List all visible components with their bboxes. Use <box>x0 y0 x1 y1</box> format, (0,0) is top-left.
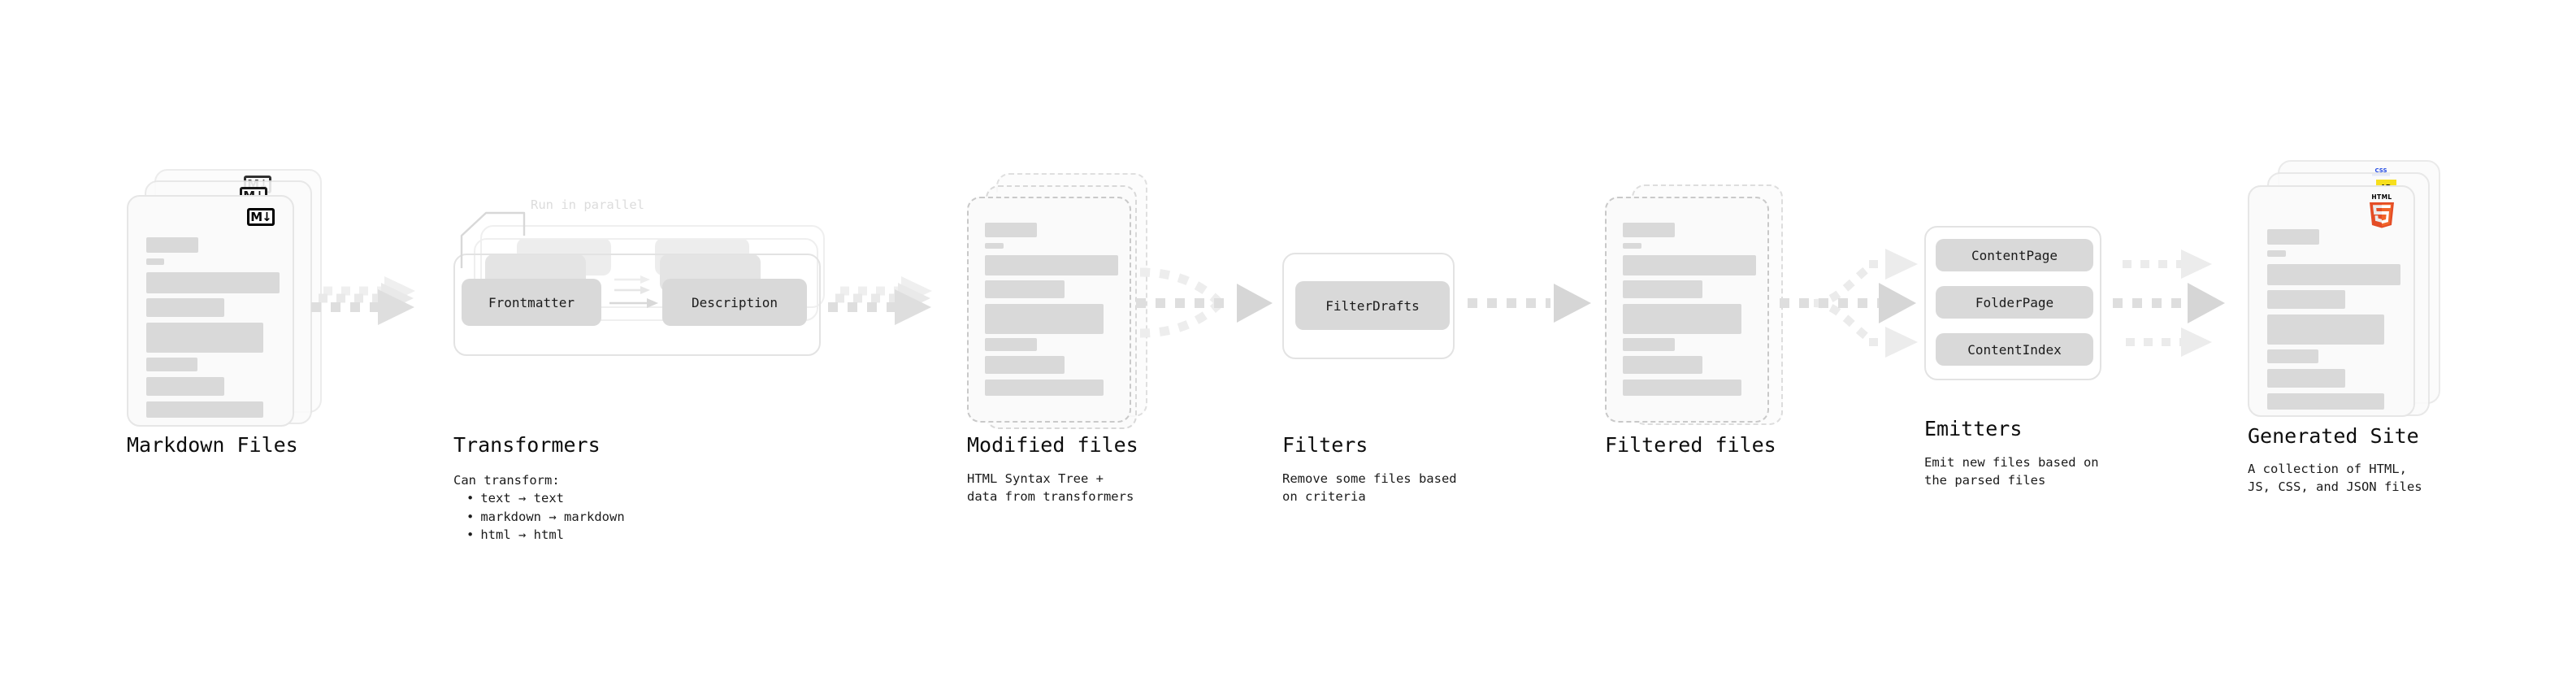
skeleton-meta <box>1623 243 1641 249</box>
emitter-pill-contentindex[interactable]: ContentIndex <box>1936 333 2093 366</box>
skeleton-meta <box>2267 250 2286 257</box>
skeleton-line <box>985 280 1065 298</box>
stage-subtitle-generated-site: A collection of HTML, JS, CSS, and JSON … <box>2248 462 2422 495</box>
stage-title-transformers: Transformers <box>453 433 601 457</box>
run-in-parallel-label: Run in parallel <box>531 197 644 212</box>
skeleton-title <box>1623 223 1675 237</box>
transformers-box-front <box>453 254 821 356</box>
stage-title-modified-files: Modified files <box>967 433 1138 457</box>
emitters-box: ContentPage FolderPage ContentIndex <box>1924 226 2101 380</box>
stage-title-generated-site: Generated Site <box>2248 424 2419 448</box>
skeleton-line <box>2267 290 2345 309</box>
connector-modified-to-filters <box>1136 267 1273 338</box>
skeleton-line <box>1623 280 1702 298</box>
bullet-html-to-html: html → html <box>466 526 625 544</box>
skeleton-line <box>2267 349 2318 363</box>
svg-text:HTML: HTML <box>2371 193 2392 201</box>
transformers-bullets-header: Can transform: <box>453 473 560 488</box>
markdown-icon: M↓ <box>247 208 275 226</box>
skeleton-meta <box>146 258 164 265</box>
transformer-pill-description[interactable]: Description <box>662 279 807 326</box>
stage-subtitle-filters: Remove some files based on criteria <box>1282 471 1457 505</box>
skeleton-title <box>985 223 1037 237</box>
connector-transformers-to-modified <box>828 276 932 325</box>
skeleton-line <box>146 358 197 371</box>
skeleton-meta <box>985 243 1004 249</box>
stage-subtitle-modified-files: HTML Syntax Tree + data from transformer… <box>967 471 1134 505</box>
transformers-bullet-list: text → text markdown → markdown html → h… <box>453 489 625 544</box>
skeleton-line <box>2267 264 2400 285</box>
skeleton-line <box>1623 304 1741 334</box>
bullet-markdown-to-markdown: markdown → markdown <box>466 508 624 526</box>
stage-subtitle-emitters: Emit new files based on the parsed files <box>1924 455 2099 488</box>
skeleton-line <box>2267 314 2384 345</box>
stage-title-filters: Filters <box>1282 433 1368 457</box>
filters-box: FilterDrafts <box>1282 253 1455 359</box>
connector-filters-to-filtered <box>1468 284 1591 323</box>
stage-title-emitters: Emitters <box>1924 417 2023 440</box>
site-card-front: HTML <box>2248 185 2415 417</box>
skeleton-line <box>2267 393 2384 410</box>
skeleton-line <box>146 298 224 317</box>
bullet-text-to-text: text → text <box>466 489 625 507</box>
skeleton-line <box>1623 380 1741 396</box>
skeleton-line <box>146 377 224 396</box>
skeleton-line <box>146 323 263 353</box>
stage-title-filtered-files: Filtered files <box>1605 433 1776 457</box>
connector-emitters-to-site <box>2113 249 2225 357</box>
markdown-card-front: M↓ <box>127 195 294 427</box>
skeleton-line <box>146 401 263 418</box>
stage-title-markdown-files: Markdown Files <box>127 433 298 457</box>
svg-text:CSS: CSS <box>2374 167 2387 174</box>
connector-filtered-to-emitters <box>1780 249 1918 358</box>
emitter-pill-folderpage[interactable]: FolderPage <box>1936 286 2093 319</box>
skeleton-line <box>2267 369 2345 388</box>
transformers-capabilities: Can transform: text → text markdown → ma… <box>453 471 625 544</box>
skeleton-line <box>985 338 1037 351</box>
skeleton-line <box>985 356 1065 374</box>
modified-card-front <box>967 197 1131 423</box>
skeleton-line <box>1623 356 1702 374</box>
transformer-pill-frontmatter[interactable]: Frontmatter <box>462 279 601 326</box>
skeleton-line <box>1623 255 1756 275</box>
connector-md-to-transformers <box>311 276 415 325</box>
skeleton-title <box>2267 229 2319 245</box>
skeleton-title <box>146 237 198 253</box>
emitter-pill-contentpage[interactable]: ContentPage <box>1936 239 2093 271</box>
html5-icon: HTML <box>2366 193 2397 232</box>
skeleton-line <box>985 304 1104 334</box>
skeleton-line <box>985 255 1118 275</box>
skeleton-line <box>146 272 280 293</box>
filtered-card-front <box>1605 197 1769 423</box>
skeleton-line <box>985 380 1104 396</box>
filter-pill-filterdrafts[interactable]: FilterDrafts <box>1295 281 1450 330</box>
skeleton-line <box>1623 338 1675 351</box>
